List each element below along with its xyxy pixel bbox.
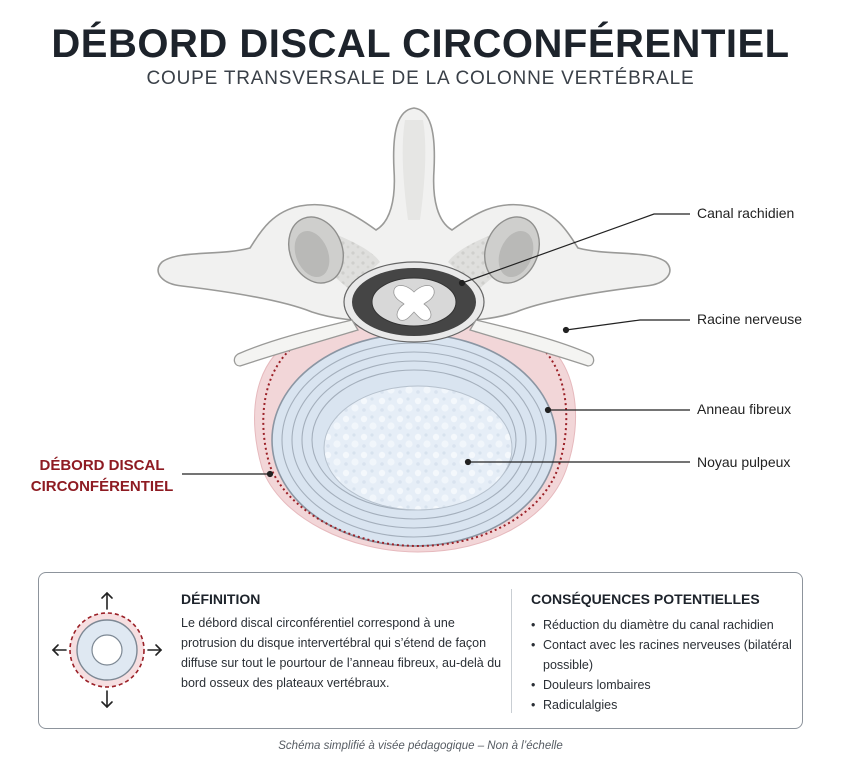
- spinal-cord: [393, 285, 435, 321]
- bulge-schematic-icon: [51, 591, 163, 709]
- leader-nerve-root: [565, 319, 690, 331]
- leader-canal: [461, 213, 690, 284]
- vertebra-diagram: [157, 107, 690, 553]
- label-nerve-root: Racine nerveuse: [697, 311, 803, 327]
- consequences-title: CONSÉQUENCES POTENTIELLES: [531, 591, 760, 607]
- label-nucleus: Noyau pulpeux: [697, 454, 791, 470]
- bulge-outline: [262, 337, 568, 548]
- list-item: Contact avec les racines nerveuses (bila…: [531, 635, 793, 675]
- footnote: Schéma simplifié à visée pédagogique – N…: [278, 740, 563, 752]
- list-item: Radiculalgies: [531, 695, 793, 715]
- label-annulus: Anneau fibreux: [697, 401, 792, 417]
- nucleus-pulposus: [323, 385, 513, 511]
- nerve-root-right: [469, 319, 595, 367]
- label-spinal-canal: Canal rachidien: [697, 205, 795, 221]
- nerve-root-left: [233, 319, 359, 367]
- definition-title: DÉFINITION: [181, 591, 261, 607]
- label-bulge: DÉBORD DISCAL CIRCONFÉRENTIEL: [22, 455, 182, 497]
- info-panel: DÉFINITION Le débord discal circonférent…: [38, 572, 803, 729]
- page-subtitle: COUPE TRANSVERSALE DE LA COLONNE VERTÉBR…: [146, 68, 695, 89]
- list-item: Réduction du diamètre du canal rachidien: [531, 615, 793, 635]
- panel-divider: [511, 589, 512, 713]
- page-title: DÉBORD DISCAL CIRCONFÉRENTIEL: [51, 22, 790, 66]
- label-bulge-line1: DÉBORD DISCAL: [39, 457, 165, 474]
- definition-text: Le débord discal circonférentiel corresp…: [181, 616, 502, 690]
- consequences-list: Réduction du diamètre du canal rachidien…: [531, 615, 793, 715]
- list-item: Douleurs lombaires: [531, 675, 793, 695]
- label-bulge-line2: CIRCONFÉRENTIEL: [30, 478, 174, 495]
